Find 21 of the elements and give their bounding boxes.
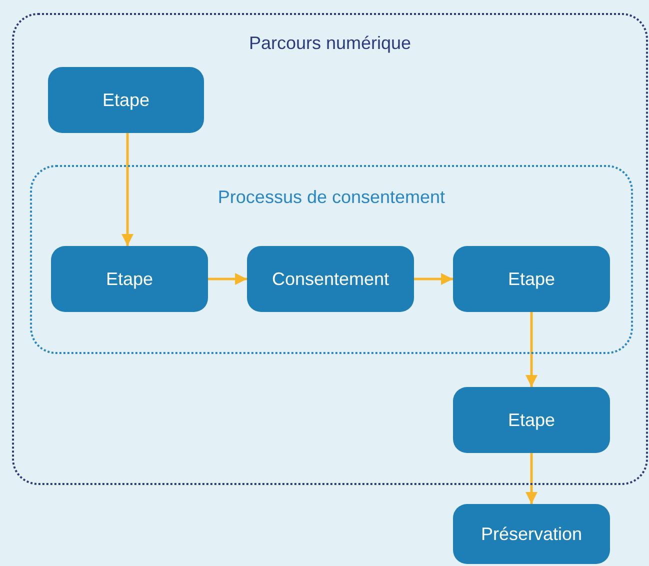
process-step bbox=[453, 246, 610, 312]
process-step bbox=[453, 504, 610, 564]
process-step bbox=[48, 67, 204, 133]
process-step bbox=[453, 387, 610, 453]
arrow bbox=[526, 453, 538, 504]
arrow bbox=[122, 133, 134, 246]
step-label: Etape bbox=[106, 268, 154, 290]
arrow bbox=[526, 312, 538, 387]
process-step bbox=[51, 246, 208, 312]
group-container bbox=[12, 13, 648, 485]
group-container bbox=[30, 165, 633, 354]
step-label: Etape bbox=[508, 268, 556, 290]
group-title: Processus de consentement bbox=[216, 187, 446, 208]
arrow bbox=[414, 273, 453, 285]
group-title: Parcours numérique bbox=[248, 33, 412, 54]
step-label: Préservation bbox=[480, 524, 582, 544]
arrow bbox=[208, 273, 247, 285]
process-step bbox=[247, 246, 414, 312]
step-label: Etape bbox=[102, 90, 150, 110]
step-label: Consentement bbox=[272, 268, 390, 290]
step-label: Etape bbox=[508, 410, 556, 430]
